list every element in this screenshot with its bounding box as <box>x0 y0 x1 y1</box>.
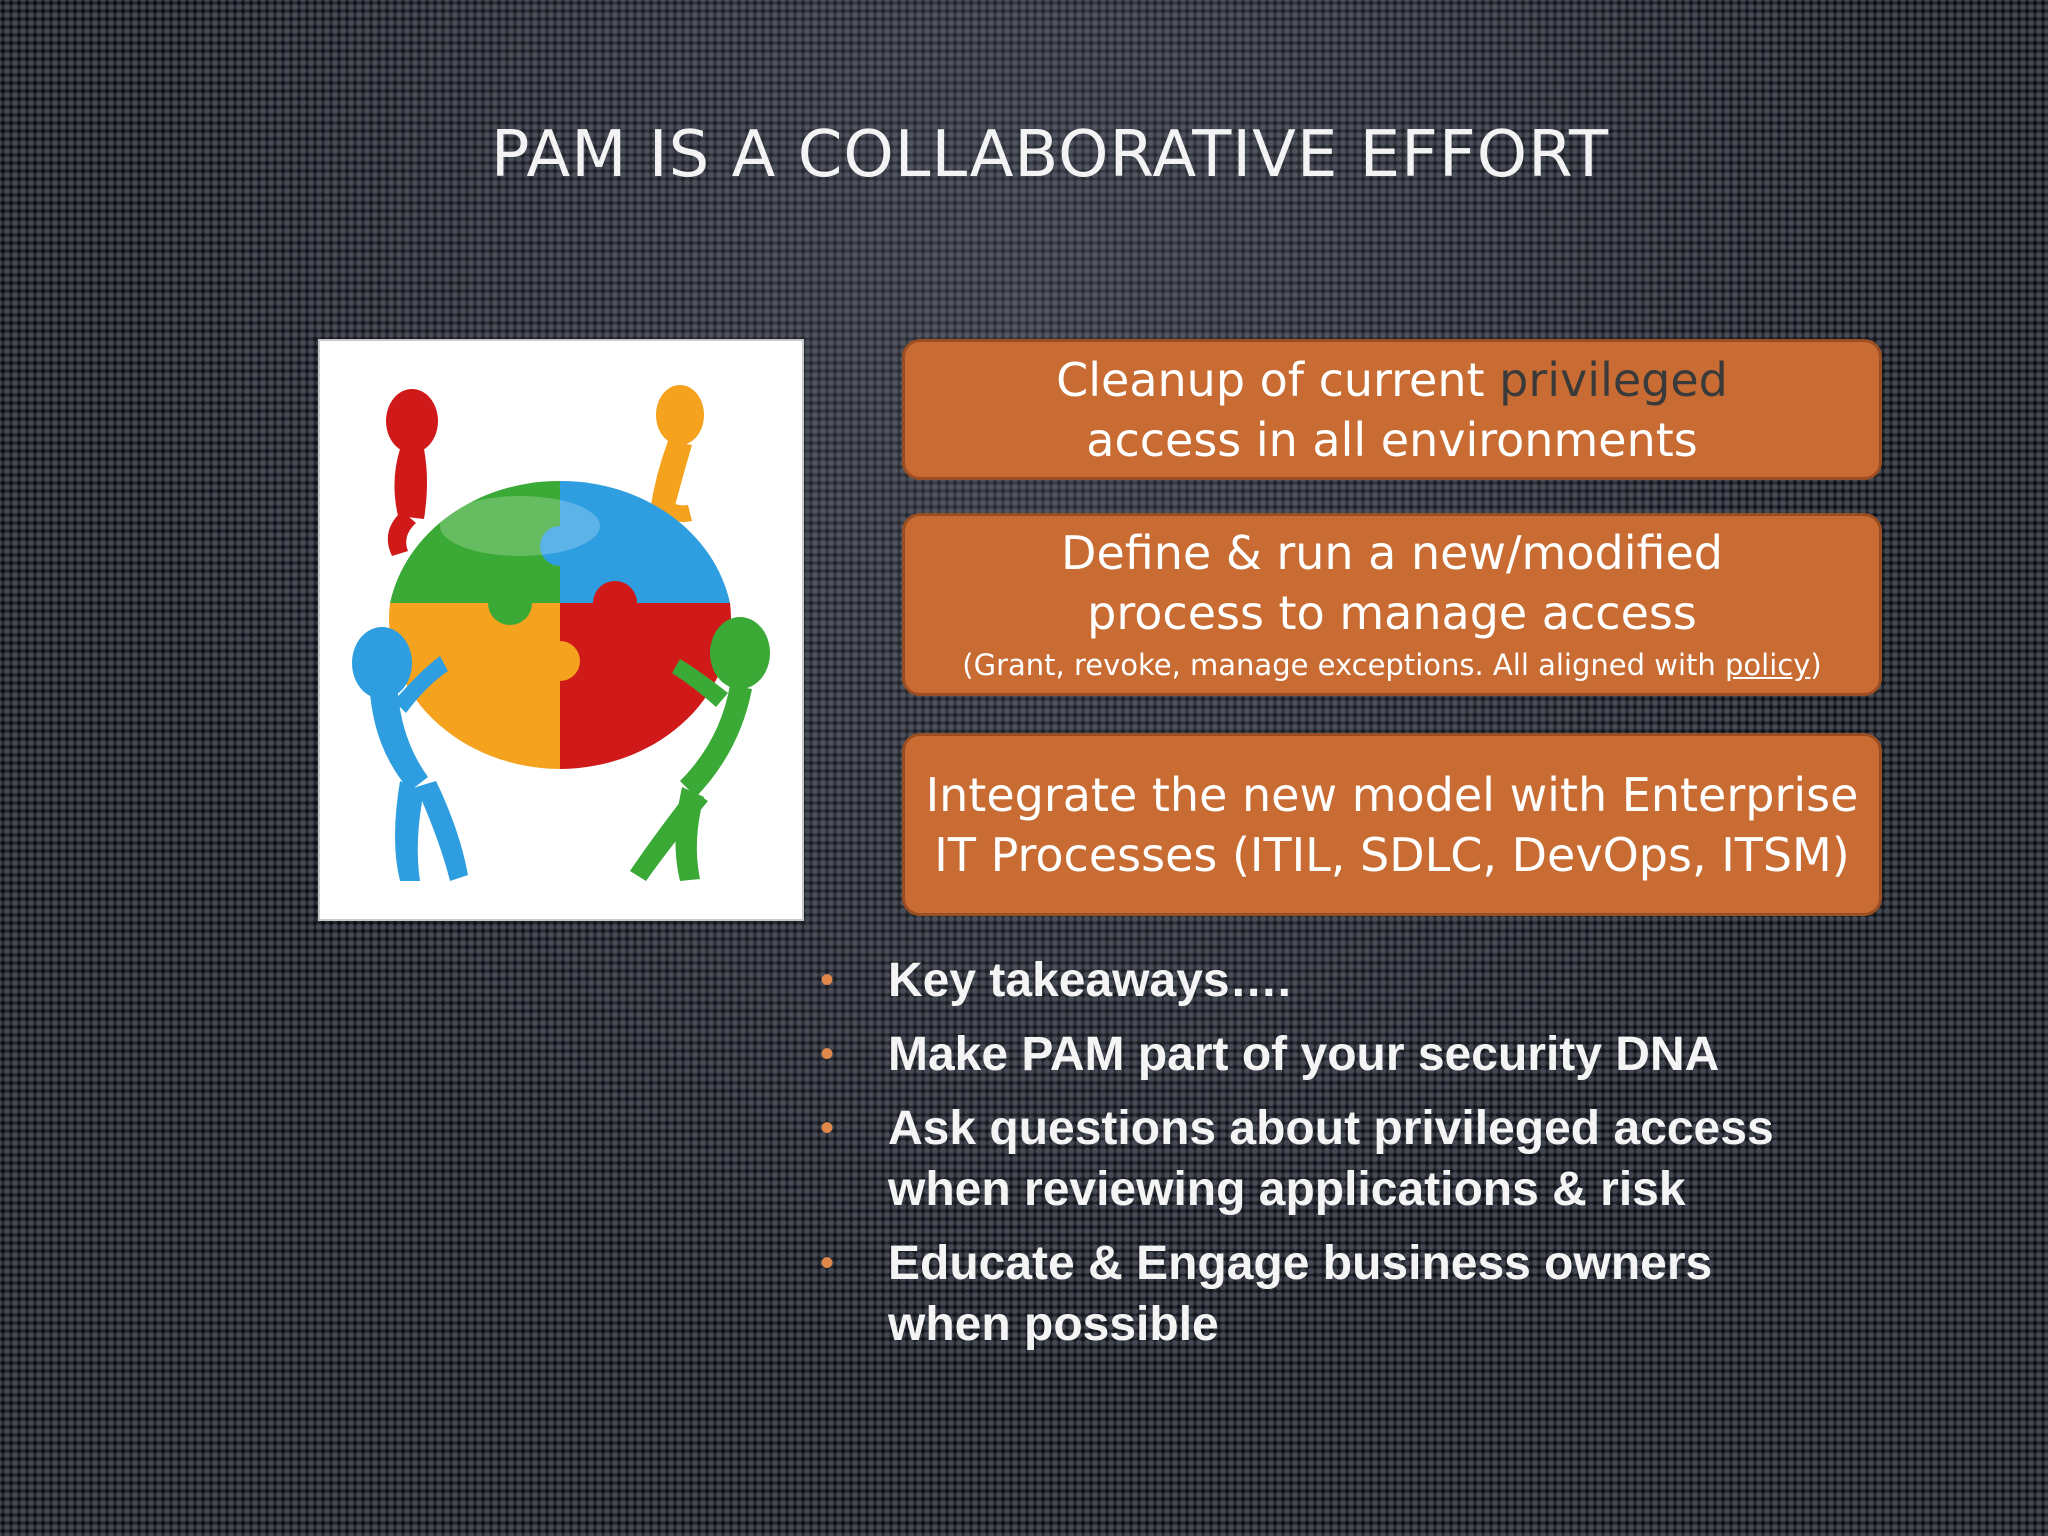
slide-title: PAM IS A COLLABORATIVE EFFORT <box>490 118 1610 192</box>
puzzle-team-image <box>318 339 804 921</box>
privileged-word: privileged <box>1499 352 1728 407</box>
define-process-note: (Grant, revoke, manage exceptions. All a… <box>962 643 1821 687</box>
policy-link[interactable]: policy <box>1725 647 1811 682</box>
cleanup-box-text: Cleanup of current <box>1056 352 1500 407</box>
bullet-text: Educate & Engage business owners when po… <box>888 1237 1713 1351</box>
note-text: (Grant, revoke, manage exceptions. All a… <box>962 647 1725 682</box>
bullet-icon: • <box>820 958 835 1002</box>
bullet-text: Key takeaways…. <box>888 954 1291 1007</box>
define-process-box: Define & run a new/modified process to m… <box>902 513 1882 696</box>
list-item: • Ask questions about privileged access … <box>820 1098 1820 1220</box>
integrate-model-line-1: Integrate the new model with Enterprise <box>925 767 1859 822</box>
define-process-line-1: Define & run a new/modified <box>1061 525 1723 580</box>
list-item: • Educate & Engage business owners when … <box>820 1233 1820 1355</box>
integrate-model-box: Integrate the new model with Enterprise … <box>902 733 1882 916</box>
bullet-icon: • <box>820 1032 835 1076</box>
puzzle-team-icon <box>352 385 770 881</box>
cleanup-box-line-2: access in all environments <box>1086 412 1698 467</box>
bullet-text: Make PAM part of your security DNA <box>888 1028 1720 1081</box>
bullet-text: Ask questions about privileged access wh… <box>888 1102 1774 1216</box>
note-close: ) <box>1810 647 1822 682</box>
cleanup-box-line-1: Cleanup of current privileged <box>1056 350 1728 410</box>
bullet-icon: • <box>820 1106 835 1150</box>
define-process-line-2: process to manage access <box>1087 585 1697 640</box>
takeaways-list: • Key takeaways…. • Make PAM part of you… <box>820 950 1820 1368</box>
list-item: • Make PAM part of your security DNA <box>820 1024 1820 1085</box>
integrate-model-line-2: IT Processes (ITIL, SDLC, DevOps, ITSM) <box>934 827 1850 882</box>
list-item: • Key takeaways…. <box>820 950 1820 1011</box>
cleanup-box: Cleanup of current privileged access in … <box>902 339 1882 480</box>
bullet-icon: • <box>820 1241 835 1285</box>
